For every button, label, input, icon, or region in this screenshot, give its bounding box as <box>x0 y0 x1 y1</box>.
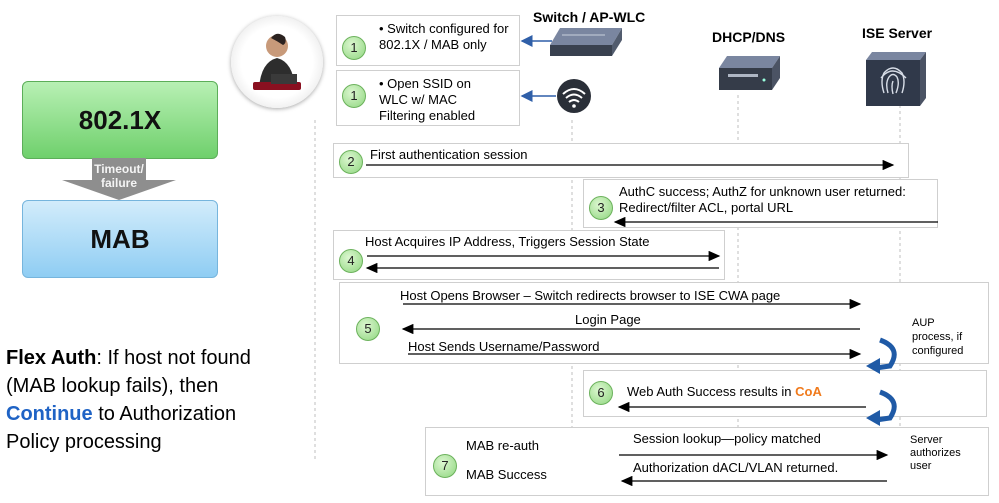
col-ise-title: ISE Server <box>862 25 933 41</box>
step-3-badge: 3 <box>589 196 613 220</box>
step-1-badge: 1 <box>342 36 366 60</box>
lane-step-7 <box>425 427 989 496</box>
step-5-credentials-label: Host Sends Username/Password <box>408 339 600 354</box>
col-dhcp-title: DHCP/DNS <box>712 29 786 45</box>
aup-note: AUP process, if configured <box>912 317 964 357</box>
timeout-label: Timeout/ failure <box>94 162 144 190</box>
step-1-badge: 1 <box>342 84 366 108</box>
step-7-badge: 7 <box>433 454 457 478</box>
step-7-mab-reauth: MAB re-auth <box>466 438 539 453</box>
lane-step-2 <box>333 143 909 178</box>
dhcp-server-icon <box>719 56 780 90</box>
step-3-line2: Redirect/filter ACL, portal URL <box>619 200 794 215</box>
step-2-badge: 2 <box>339 150 363 174</box>
user-avatar <box>231 16 323 108</box>
step-7-mab-success: MAB Success <box>466 467 547 482</box>
lane-step-6 <box>583 370 987 417</box>
step-4-badge: 4 <box>339 249 363 273</box>
mab-box: MAB <box>22 200 218 278</box>
server-authorizes-note: Server authorizes user <box>910 434 961 472</box>
lane-step-4 <box>333 230 725 280</box>
fingerprint-icon <box>880 67 907 95</box>
curved-arrow-icon <box>866 337 897 374</box>
step-5-badge: 5 <box>356 317 380 341</box>
timeout-arrow <box>62 158 176 200</box>
step-5-redirect-label: Host Opens Browser – Switch redirects br… <box>400 288 781 303</box>
step-6-badge: 6 <box>589 381 613 405</box>
step-3-line1: AuthC success; AuthZ for unknown user re… <box>619 184 906 199</box>
col-switch-title: Switch / AP-WLC <box>533 9 646 25</box>
lane-step-5 <box>339 282 989 364</box>
step-4-label: Host Acquires IP Address, Triggers Sessi… <box>365 234 650 249</box>
note-open-ssid: • Open SSID on WLC w/ MAC Filtering enab… <box>336 70 520 126</box>
step-5-login-label: Login Page <box>575 312 641 327</box>
ise-server-icon <box>866 52 926 106</box>
8021x-box: 802.1X <box>22 81 218 159</box>
flex-auth-text: Flex Auth: If host not found (MAB lookup… <box>6 347 251 453</box>
step-6-label: Web Auth Success results in CoA <box>627 384 822 399</box>
step-7-returned-label: Authorization dACL/VLAN returned. <box>633 460 839 475</box>
wireless-ap-icon <box>557 79 591 113</box>
step-7-lookup-label: Session lookup—policy matched <box>633 431 821 446</box>
lane-step-3 <box>583 179 938 228</box>
curved-arrow-icon <box>866 389 897 426</box>
person-icon <box>253 33 301 90</box>
step-2-label: First authentication session <box>370 147 528 162</box>
switch-icon <box>550 28 622 56</box>
note-switch-config: • Switch configured for 802.1X / MAB onl… <box>336 15 520 66</box>
